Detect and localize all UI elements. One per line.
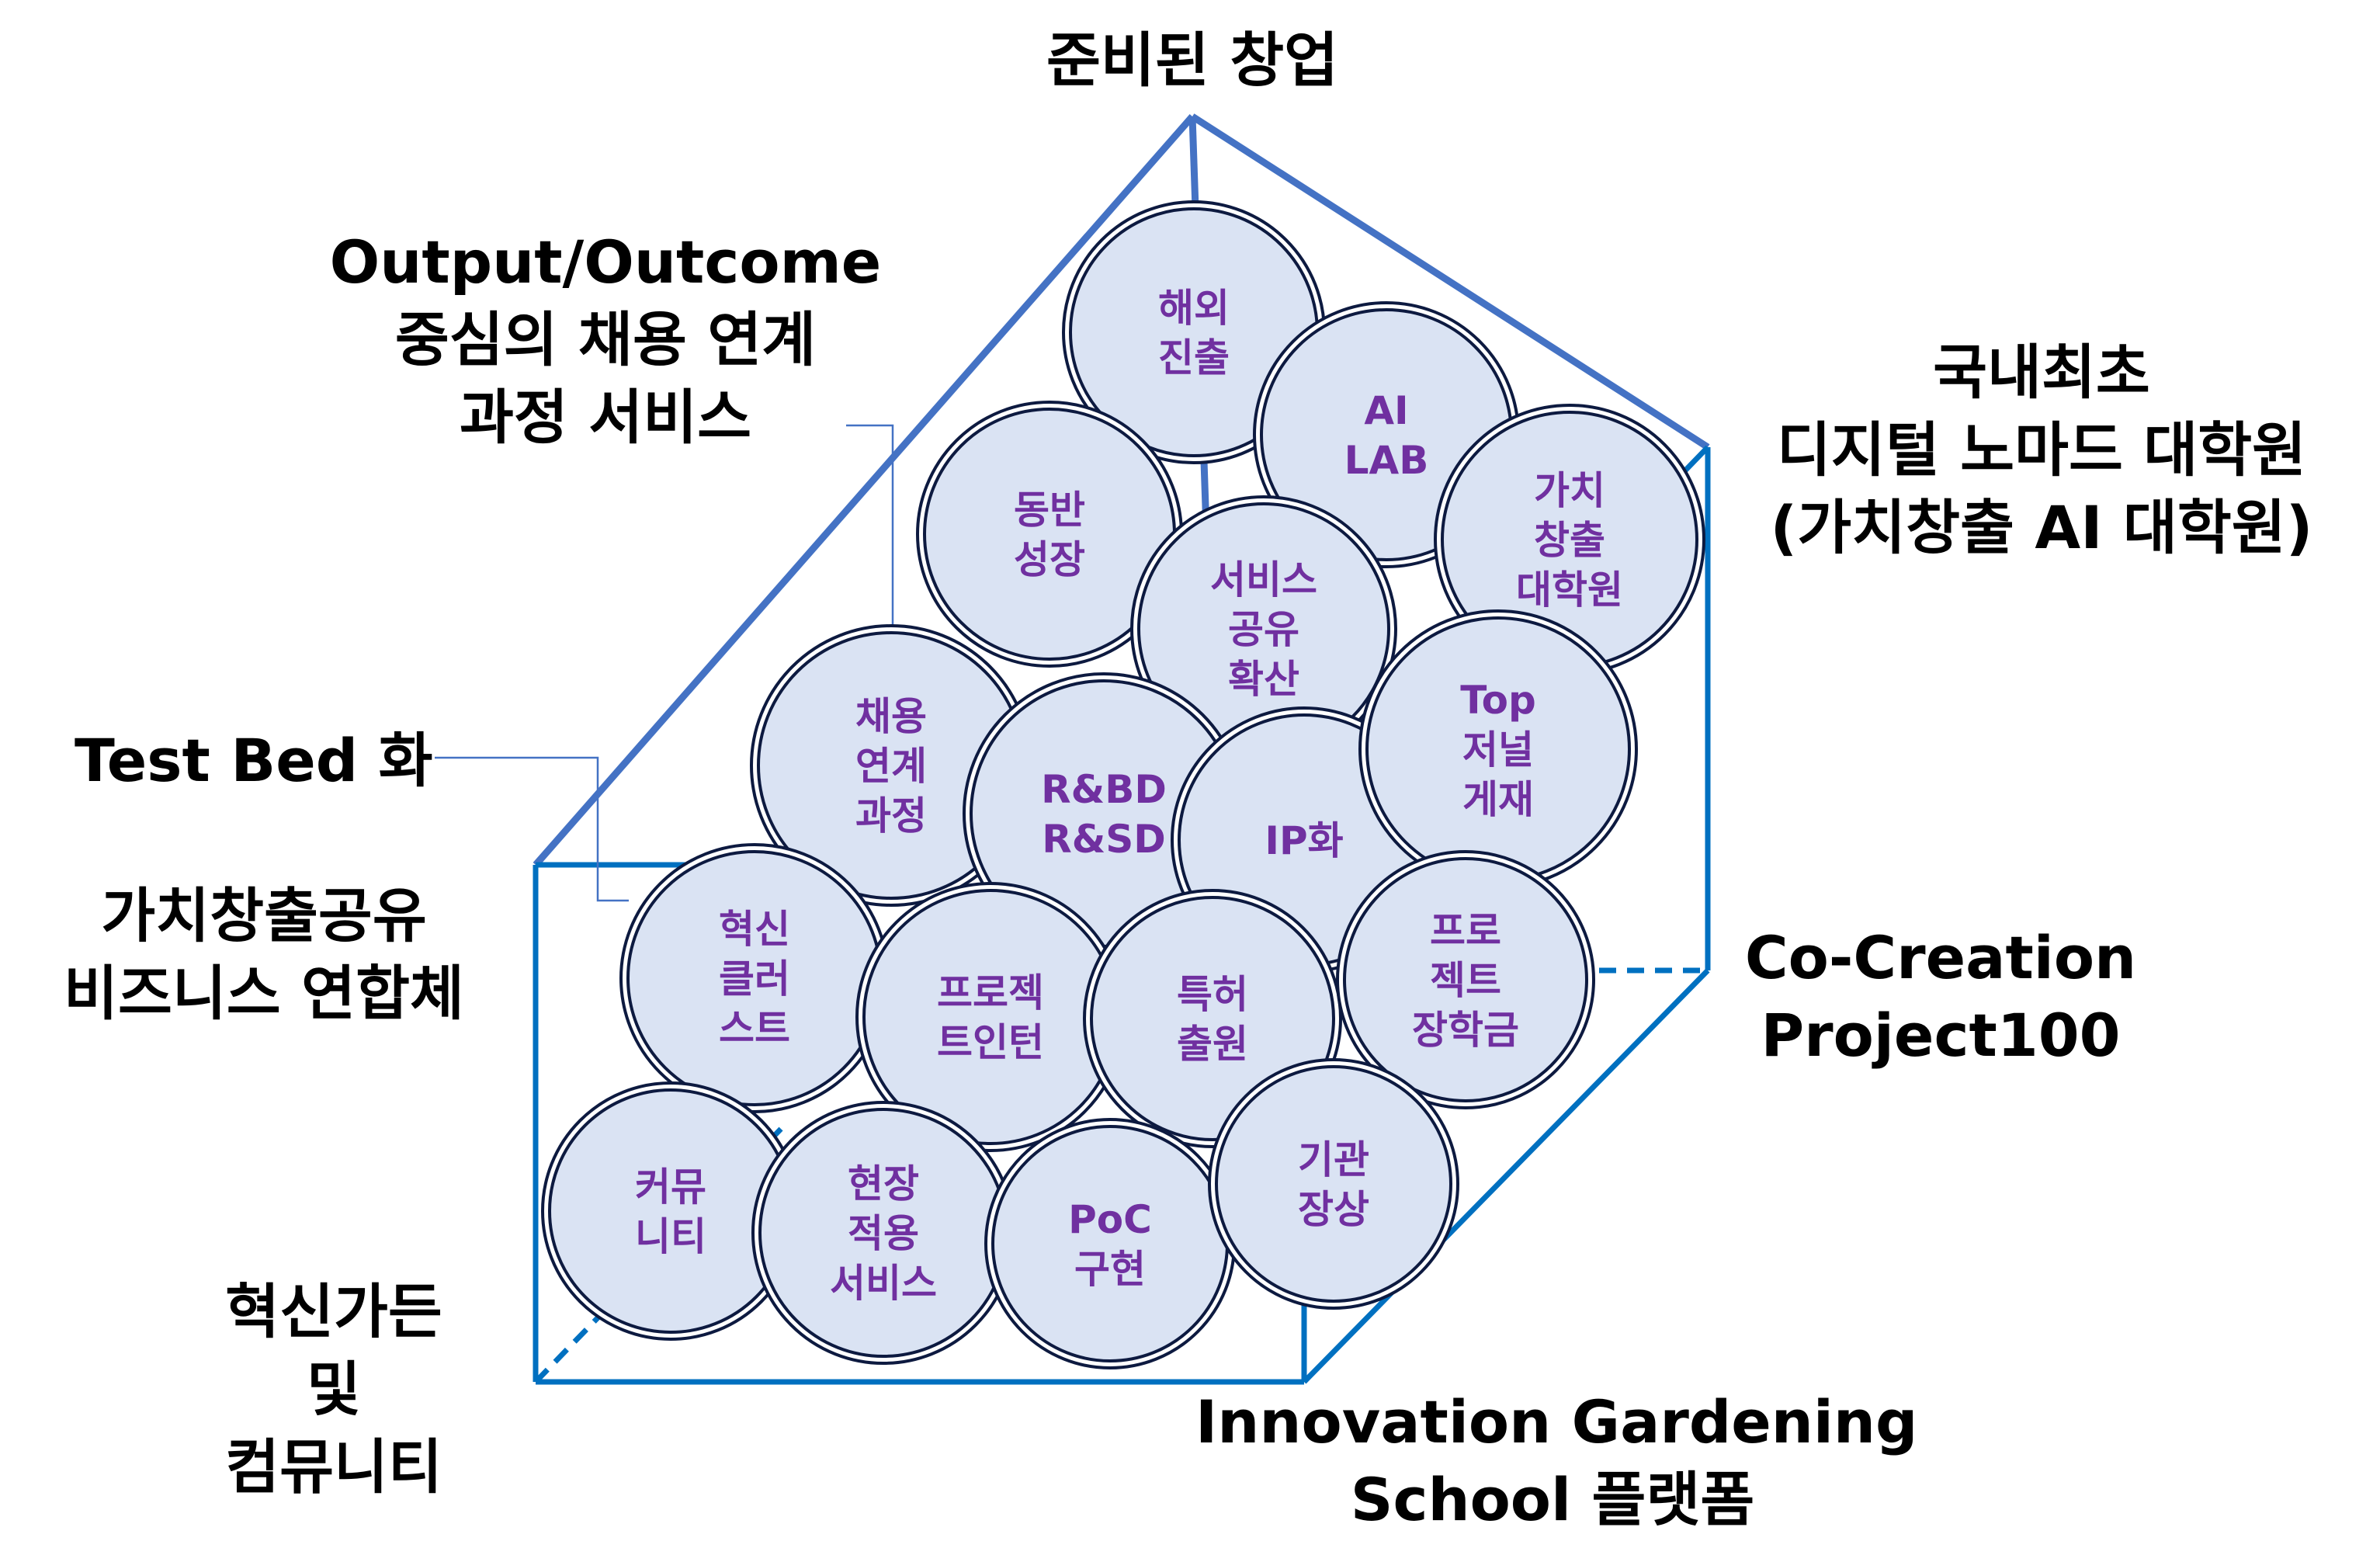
circle-inner [991, 1125, 1229, 1362]
callout-testbed [435, 756, 629, 902]
label-garden-line-3: 컴뮤니티 [225, 1432, 442, 1501]
circle-text-line: LAB [1344, 438, 1429, 483]
label-school-line-1: Innovation Gardening [1195, 1387, 1918, 1456]
circle-text-line: 공유 [1228, 607, 1299, 652]
circle-text-line: 과정 [855, 793, 927, 838]
circle-inner [1215, 1065, 1452, 1303]
circle-text-line: 가치 [1534, 468, 1605, 513]
callout-output [846, 424, 894, 652]
circle-text-line: R&BD [1041, 767, 1167, 812]
box-bottom-right-edge [1302, 968, 1710, 1384]
circle-text-line: 장학금 [1412, 1008, 1519, 1053]
label-garden-line-1: 혁신가든 [225, 1277, 442, 1346]
apex-edge-left [533, 114, 1195, 867]
label-apex: 준비된 창업 [959, 22, 1425, 99]
circle-rbd: R&BD R&SD [963, 672, 1245, 955]
label-consortium-line-2: 비즈니스 연합체 [64, 959, 464, 1028]
label-cocreation: Co-Creation Project100 [1723, 919, 2158, 1074]
circle-text-line: 혁신 [719, 907, 790, 952]
circle-text-line: 해외 [1158, 286, 1230, 331]
apex-edge-right [1190, 113, 1710, 450]
label-consortium-line-1: 가치창출공유 [101, 881, 427, 950]
circle-text-line: 클러 [719, 956, 790, 1001]
label-cocreation-line-2: Project100 [1761, 1001, 2121, 1070]
circle-text-line: 동반 [1014, 488, 1085, 533]
label-school-line-2: School 플랫폼 [1350, 1465, 1755, 1534]
circle-text-line: 젝트 [1430, 958, 1501, 1003]
circle-text-line: 게재 [1462, 777, 1534, 822]
circle-text-line: IP화 [1265, 818, 1343, 863]
circle-text-line: 특허 [1177, 972, 1248, 1017]
circle-text-line: 채용 [855, 694, 927, 739]
circle-text-line: 서비스 [830, 1261, 937, 1306]
circle-text-line: 저널 [1462, 727, 1534, 772]
label-output-line-2: 중심의 채용 연계 [394, 305, 817, 374]
circle-poc: PoC 구현 [984, 1118, 1236, 1369]
circle-text-line: Top [1460, 678, 1536, 723]
circle-text-line: 프로젝 [937, 970, 1044, 1015]
circle-text-line: R&SD [1042, 817, 1166, 862]
circle-text-line: 스트 [719, 1006, 790, 1051]
circle-text-line: 구현 [1074, 1247, 1146, 1292]
label-digital-line-2: 디지털 노마드 대학원 [1776, 415, 2307, 484]
callout-lines [435, 424, 894, 902]
circle-text-line: 프로 [1430, 908, 1501, 953]
label-cocreation-line-1: Co-Creation [1744, 923, 2137, 992]
label-digital: 국내최초 디지털 노마드 대학원 (가치창출 AI 대학원) [1723, 334, 2360, 567]
circle-text-line: 진출 [1158, 335, 1230, 380]
label-digital-line-3: (가치창출 AI 대학원) [1770, 493, 2313, 562]
label-digital-line-1: 국내최초 [1933, 338, 2150, 407]
circle-text-line: 출원 [1177, 1022, 1248, 1067]
circle-text-line: 대학원 [1516, 568, 1623, 613]
circle-text-line: AI [1364, 388, 1408, 433]
circle-text-line: 적용 [848, 1211, 919, 1256]
circle-text-line: 니티 [635, 1214, 706, 1259]
circle-text-line: 현장 [848, 1161, 919, 1206]
label-apex-line: 준비된 창업 [1046, 26, 1339, 95]
label-school: Innovation Gardening School 플랫폼 [1195, 1383, 1918, 1539]
circle-text-line: 창출 [1534, 518, 1605, 563]
label-output: Output/Outcome 중심의 채용 연계 과정 서비스 [326, 224, 885, 456]
label-garden-line-2: 및 [307, 1355, 361, 1424]
circle-text-line: 서비스 [1210, 557, 1317, 602]
circle-text-line: 기관 [1298, 1137, 1369, 1182]
circle-text-line: PoC [1068, 1197, 1152, 1242]
label-testbed-line: Test Bed 화 [75, 726, 433, 795]
circle-inner [1343, 857, 1588, 1102]
label-consortium: 가치창출공유 비즈니스 연합체 [8, 877, 520, 1033]
label-output-line-1: Output/Outcome [329, 227, 882, 297]
label-output-line-3: 과정 서비스 [459, 383, 752, 452]
circle-text-line: 확산 [1228, 657, 1299, 702]
label-garden: 혁신가든 및 컴뮤니티 [155, 1273, 512, 1506]
circle-text-line: 장상 [1298, 1187, 1369, 1232]
label-testbed: Test Bed 화 [75, 722, 433, 800]
circle-text-line: 성장 [1014, 537, 1085, 582]
circle-text-line: 트인턴 [937, 1020, 1044, 1065]
circle-text-line: 연계 [855, 744, 927, 789]
circle-text-line: 커뮤 [635, 1165, 706, 1210]
